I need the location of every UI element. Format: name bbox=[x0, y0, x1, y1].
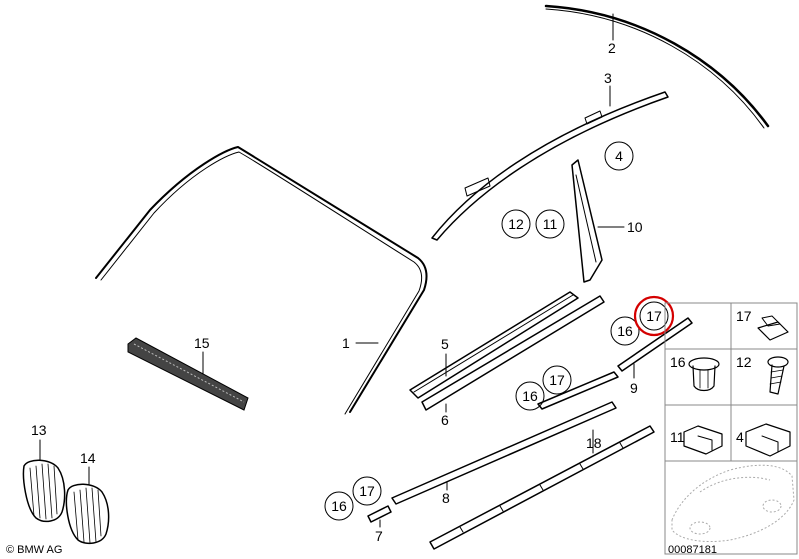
diagram-number: 00087181 bbox=[668, 544, 717, 556]
label-13: 13 bbox=[31, 422, 47, 438]
legend-label-16: 16 bbox=[670, 354, 686, 370]
legend-label-12: 12 bbox=[736, 354, 752, 370]
legend-grid bbox=[664, 302, 798, 555]
part-window-seal-upper bbox=[409, 291, 579, 399]
part-sill-strip bbox=[429, 425, 655, 550]
car-outline-icon bbox=[671, 464, 795, 543]
part-side-moulding-front bbox=[537, 317, 693, 410]
circled-17-c: 17 bbox=[359, 483, 375, 499]
circled-17-b: 17 bbox=[549, 372, 565, 388]
label-3: 3 bbox=[604, 70, 612, 86]
circled-16-a: 16 bbox=[617, 323, 633, 339]
label-1: 1 bbox=[342, 335, 350, 351]
label-10: 10 bbox=[627, 219, 643, 235]
callout-circle-16-b bbox=[515, 381, 545, 411]
part-roof-moulding bbox=[544, 4, 770, 129]
bracket-clip-icon bbox=[745, 423, 791, 457]
label-6: 6 bbox=[441, 412, 449, 428]
circled-12: 12 bbox=[508, 216, 524, 232]
clip-icon bbox=[757, 315, 789, 341]
callout-circle-17-c bbox=[352, 476, 382, 506]
label-18: 18 bbox=[586, 435, 602, 451]
label-2: 2 bbox=[608, 40, 616, 56]
callout-circle-12 bbox=[501, 209, 531, 239]
circled-17-a: 17 bbox=[646, 308, 662, 324]
circled-11: 11 bbox=[543, 216, 558, 232]
label-9: 9 bbox=[630, 380, 638, 396]
callout-circle-11 bbox=[535, 209, 565, 239]
clip-nut-icon bbox=[683, 425, 723, 455]
label-7: 7 bbox=[375, 528, 383, 544]
part-windshield-frame bbox=[95, 146, 428, 415]
legend-label-4: 4 bbox=[736, 429, 744, 445]
part-roof-rail bbox=[431, 91, 669, 241]
part-kidney-grille-left bbox=[22, 459, 66, 523]
part-window-seal-lower bbox=[421, 295, 605, 411]
part-end-piece bbox=[367, 505, 392, 523]
highlight-ring bbox=[633, 295, 675, 337]
callout-circle-17-b bbox=[542, 365, 572, 395]
callout-circle-16-c bbox=[324, 491, 354, 521]
legend-label-11: 11 bbox=[670, 429, 685, 445]
label-5: 5 bbox=[441, 336, 449, 352]
screw-icon bbox=[767, 356, 789, 395]
callout-circle-4 bbox=[604, 141, 634, 171]
circled-16-c: 16 bbox=[331, 498, 347, 514]
callout-circle-16-a bbox=[610, 316, 640, 346]
part-side-moulding-rear bbox=[391, 401, 617, 505]
circled-16-b: 16 bbox=[522, 388, 538, 404]
label-14: 14 bbox=[80, 450, 96, 466]
part-kidney-grille-right bbox=[65, 483, 110, 545]
callout-circle-17-a bbox=[639, 301, 669, 331]
copyright-text: © BMW AG bbox=[6, 544, 62, 556]
push-rivet-icon bbox=[688, 357, 720, 392]
label-15: 15 bbox=[194, 335, 210, 351]
part-cowl-grille bbox=[127, 337, 249, 411]
circled-4: 4 bbox=[615, 148, 623, 164]
label-8: 8 bbox=[442, 490, 450, 506]
part-b-pillar-trim bbox=[571, 159, 603, 283]
legend-label-17: 17 bbox=[736, 308, 752, 324]
